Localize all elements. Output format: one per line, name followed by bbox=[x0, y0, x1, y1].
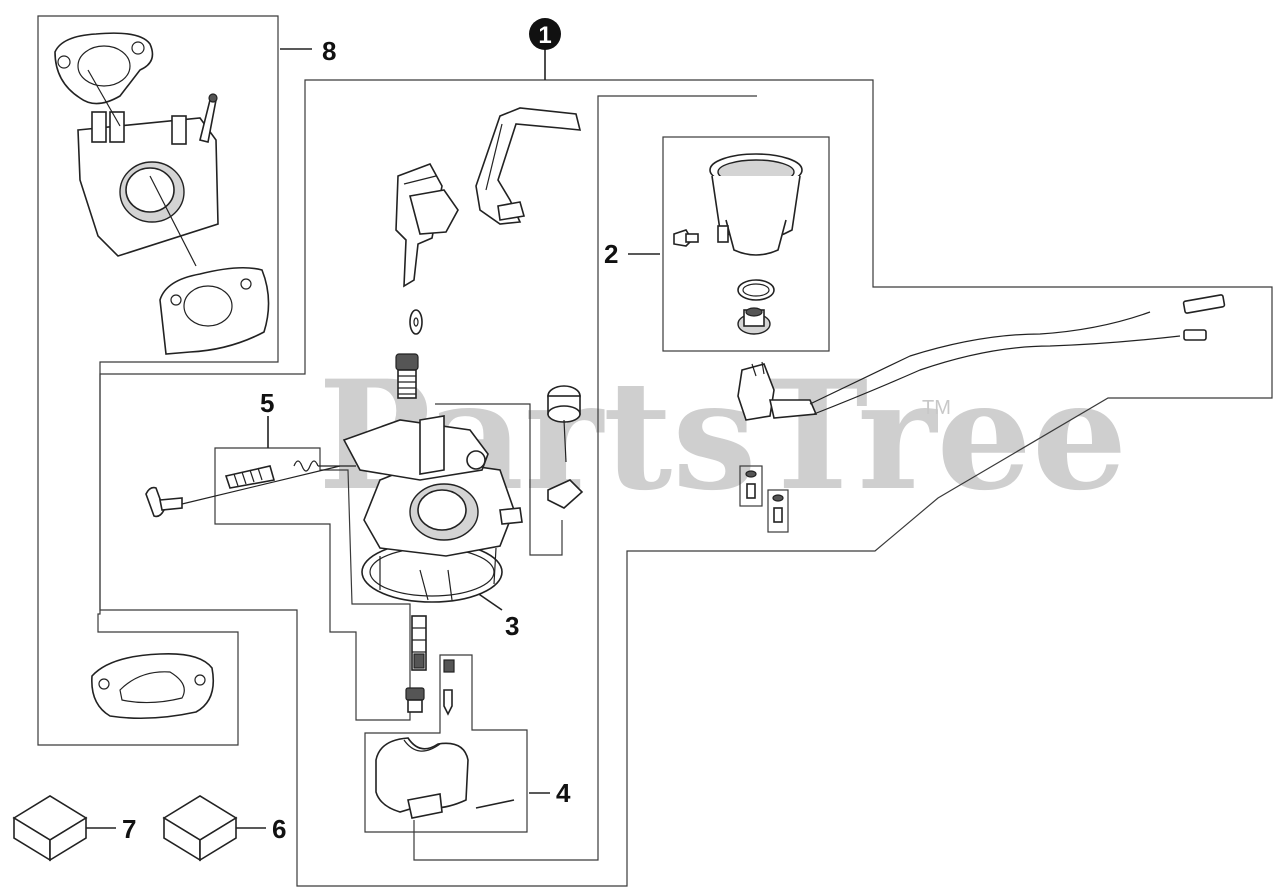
callout-1-badge: 1 bbox=[529, 18, 561, 50]
lower-gasket-part bbox=[159, 266, 270, 355]
pilot-screw-part bbox=[145, 465, 341, 518]
group-2-box bbox=[662, 136, 830, 352]
bowl-o-ring-part bbox=[737, 279, 775, 301]
solenoid-washer-part bbox=[739, 465, 763, 507]
item-6-box bbox=[162, 795, 238, 862]
float-pin-part bbox=[475, 799, 515, 809]
group-8-boundary bbox=[37, 15, 279, 746]
throttle-lever-part bbox=[395, 163, 459, 288]
callout-5-text: 5 bbox=[260, 388, 274, 418]
solenoid-jet-part bbox=[767, 489, 789, 533]
choke-lever-part bbox=[475, 107, 582, 225]
trademark-mark: TM bbox=[922, 397, 951, 419]
emulsion-tube-part bbox=[411, 615, 427, 671]
jet-plug-part bbox=[395, 353, 419, 399]
float-bowl-part bbox=[709, 153, 803, 256]
needle-box-boundary bbox=[435, 403, 563, 556]
needle-valve-part bbox=[547, 385, 584, 509]
bowl-o-ring-inner bbox=[742, 283, 770, 297]
fuel-solenoid-part bbox=[737, 294, 1226, 421]
washer-part bbox=[409, 309, 423, 335]
callout-3-text: 3 bbox=[505, 611, 519, 641]
group-1-boundary bbox=[99, 79, 1273, 887]
callout-8-text: 8 bbox=[322, 36, 336, 66]
callout-1-text: 1 bbox=[538, 22, 551, 49]
group-4-boundary bbox=[364, 654, 528, 833]
group-5-boundary bbox=[214, 447, 411, 721]
callout-6-text: 6 bbox=[272, 814, 286, 844]
gasket-8-leader-a bbox=[87, 69, 121, 127]
callout-4-text: 4 bbox=[556, 778, 571, 808]
base-gasket-part bbox=[91, 652, 215, 720]
bowl-bolt-part bbox=[673, 229, 699, 247]
insulator-part bbox=[77, 93, 219, 257]
float-part bbox=[375, 737, 469, 819]
main-jet-part bbox=[405, 687, 425, 713]
item-7-box bbox=[12, 795, 88, 862]
callout-7-text: 7 bbox=[122, 814, 136, 844]
top-gasket-part bbox=[54, 32, 154, 105]
drain-plug-part bbox=[737, 307, 771, 335]
group-2-leader-path bbox=[413, 95, 757, 861]
gasket-8-leader-b bbox=[149, 175, 197, 267]
idle-screw-part bbox=[224, 460, 356, 489]
carburetor-body-part bbox=[342, 415, 523, 603]
float-needle-part bbox=[443, 659, 455, 716]
callout-2-text: 2 bbox=[604, 239, 618, 269]
